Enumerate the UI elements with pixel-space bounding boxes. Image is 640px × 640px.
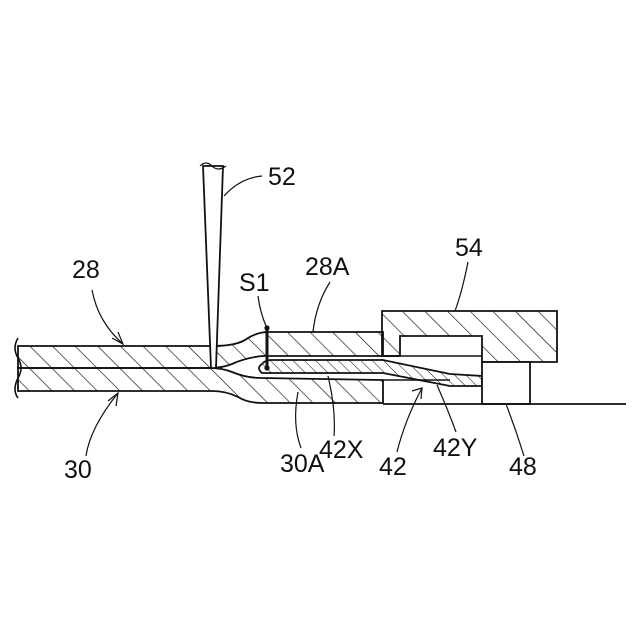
- leader-42: [397, 388, 422, 452]
- label-28A: 28A: [305, 253, 350, 281]
- leader-S1: [258, 296, 266, 326]
- leader-54: [455, 262, 468, 311]
- leader-30: [86, 393, 118, 456]
- leader-42Y: [437, 385, 456, 432]
- leader-28: [92, 290, 123, 344]
- label-28: 28: [72, 256, 100, 284]
- label-42Y: 42Y: [433, 434, 478, 462]
- leader-48: [506, 404, 524, 456]
- label-42X: 42X: [319, 436, 364, 464]
- block-48: [482, 362, 530, 404]
- label-30: 30: [64, 456, 92, 484]
- label-S1: S1: [239, 269, 270, 297]
- label-52: 52: [268, 163, 296, 191]
- s1-dot: [264, 365, 269, 370]
- label-42: 42: [379, 453, 407, 481]
- tool-52: [203, 166, 223, 368]
- label-54: 54: [455, 234, 483, 262]
- s1-dot: [264, 325, 269, 330]
- leader-28A: [313, 282, 330, 332]
- block-54: [382, 311, 557, 362]
- label-48: 48: [509, 453, 537, 481]
- leader-52: [224, 176, 262, 196]
